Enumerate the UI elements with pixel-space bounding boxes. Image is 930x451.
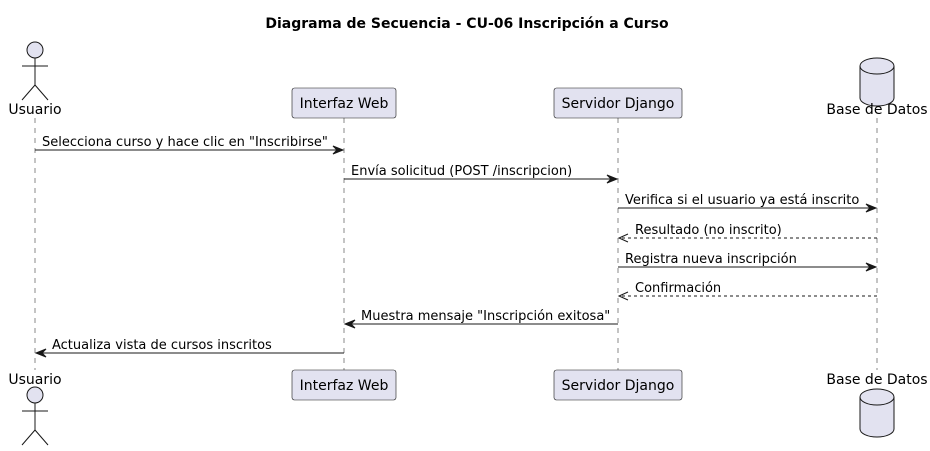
arrowhead [865,203,878,213]
arrowhead [865,262,878,272]
database-icon [859,388,895,438]
message-label: Resultado (no inscrito) [635,223,782,238]
message-1: Selecciona curso y hace clic en "Inscrib… [35,135,345,155]
participant-label: Interfaz Web [300,96,389,112]
message-label: Registra nueva inscripción [625,252,797,267]
participant-label: Base de Datos [826,102,927,118]
message-label: Actualiza vista de cursos inscritos [52,338,272,353]
participant-label: Servidor Django [562,378,675,394]
messages: Selecciona curso y hace clic en "Inscrib… [34,135,878,358]
message-label: Confirmación [635,281,721,296]
participant-box [291,369,397,401]
arrowhead [34,348,47,358]
actor-usuario-top: Usuario [8,41,62,118]
message-3: Verifica si el usuario ya está inscrito [618,193,878,213]
arrowhead [343,319,356,329]
participant-label: Servidor Django [562,96,675,112]
participant-box [291,87,397,119]
participants-bottom: Usuario Interfaz Web Servidor Django Base d… [8,369,928,446]
database-bd-bottom: Base de Datos [826,372,928,438]
message-8: Actualiza vista de cursos inscritos [34,338,344,358]
participant-servidor-bottom: Servidor Django [553,369,683,401]
message-label: Envía solicitud (POST /inscripcion) [351,164,572,179]
actor-icon [21,41,49,101]
message-label: Muestra mensaje "Inscripción exitosa" [361,309,610,324]
message-5: Registra nueva inscripción [618,252,878,272]
participant-box [553,369,683,401]
participant-interfaz-top: Interfaz Web [291,87,397,119]
lifelines [34,118,878,370]
participant-label: Base de Datos [826,372,927,388]
database-bd-top: Base de Datos [826,57,928,118]
message-6: Confirmación [617,281,877,301]
message-label: Verifica si el usuario ya está inscrito [625,193,859,208]
message-label: Selecciona curso y hace clic en "Inscrib… [42,135,328,150]
participant-servidor-top: Servidor Django [553,87,683,119]
arrowhead [606,174,619,184]
actor-usuario-bottom: Usuario [8,372,62,446]
participant-box [553,87,683,119]
message-7: Muestra mensaje "Inscripción exitosa" [343,309,618,329]
participants-top: Usuario Interfaz Web Servidor Django Base d… [8,41,928,119]
actor-icon [21,386,49,446]
arrowhead [617,233,629,243]
participant-interfaz-bottom: Interfaz Web [291,369,397,401]
database-icon [859,57,895,107]
arrowhead [332,145,345,155]
diagram-title: Diagrama de Secuencia - CU-06 Inscripció… [265,16,669,32]
arrowhead [617,291,629,301]
message-4: Resultado (no inscrito) [617,223,877,243]
participant-label: Interfaz Web [300,378,389,394]
participant-label: Usuario [8,372,61,388]
participant-label: Usuario [8,102,61,118]
message-2: Envía solicitud (POST /inscripcion) [344,164,619,184]
